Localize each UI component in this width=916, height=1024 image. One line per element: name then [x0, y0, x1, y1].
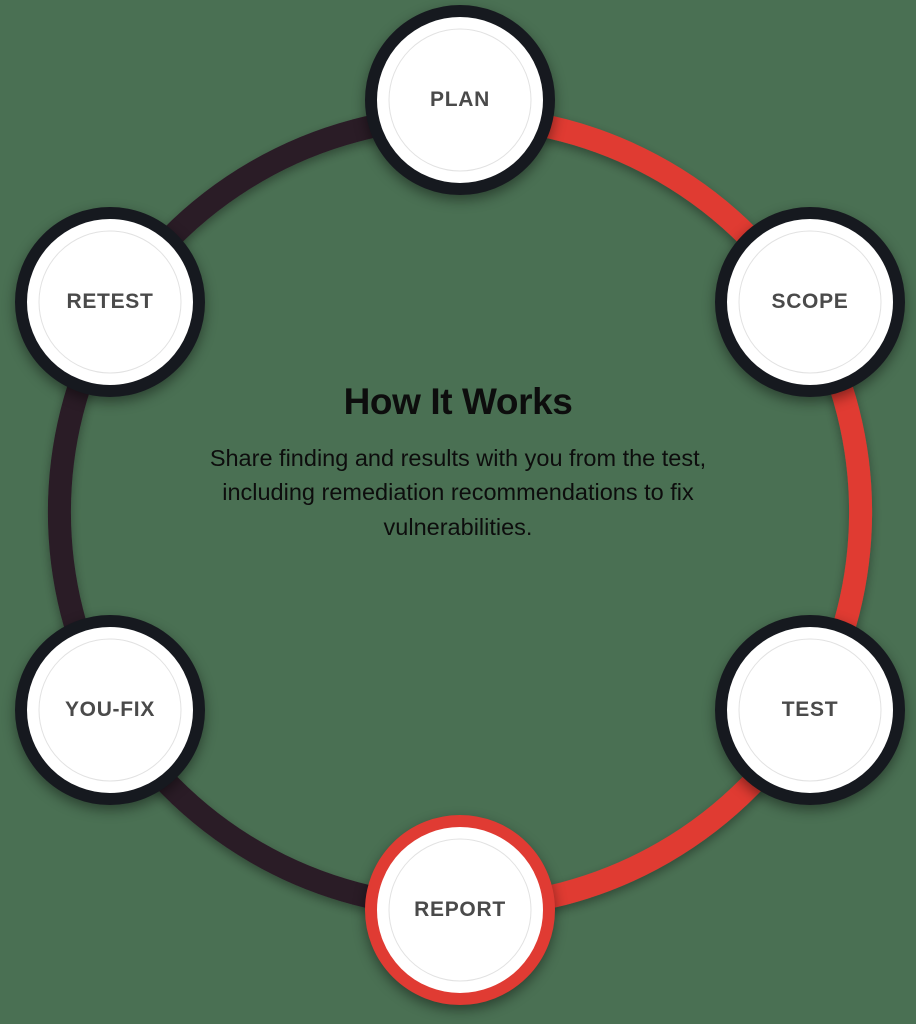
cycle-node-label: RETEST — [66, 290, 154, 313]
cycle-node-label: PLAN — [430, 88, 490, 111]
center-text-block: How It Works Share finding and results w… — [168, 381, 748, 545]
cycle-node-you-fix[interactable]: YOU-FIX — [15, 615, 205, 805]
page-title: How It Works — [343, 381, 573, 422]
cycle-node-label: REPORT — [414, 898, 506, 921]
cycle-node-label: SCOPE — [771, 290, 849, 313]
page-description: Share finding and results with you from … — [209, 444, 707, 541]
cycle-node-test[interactable]: TEST — [715, 615, 905, 805]
cycle-node-label: TEST — [781, 698, 839, 721]
cycle-node-label: YOU-FIX — [64, 698, 156, 721]
cycle-node-plan[interactable]: PLAN — [365, 5, 555, 195]
cycle-node-report[interactable]: REPORT — [365, 815, 555, 1005]
cycle-node-retest[interactable]: RETEST — [15, 207, 205, 397]
cycle-node-scope[interactable]: SCOPE — [715, 207, 905, 397]
